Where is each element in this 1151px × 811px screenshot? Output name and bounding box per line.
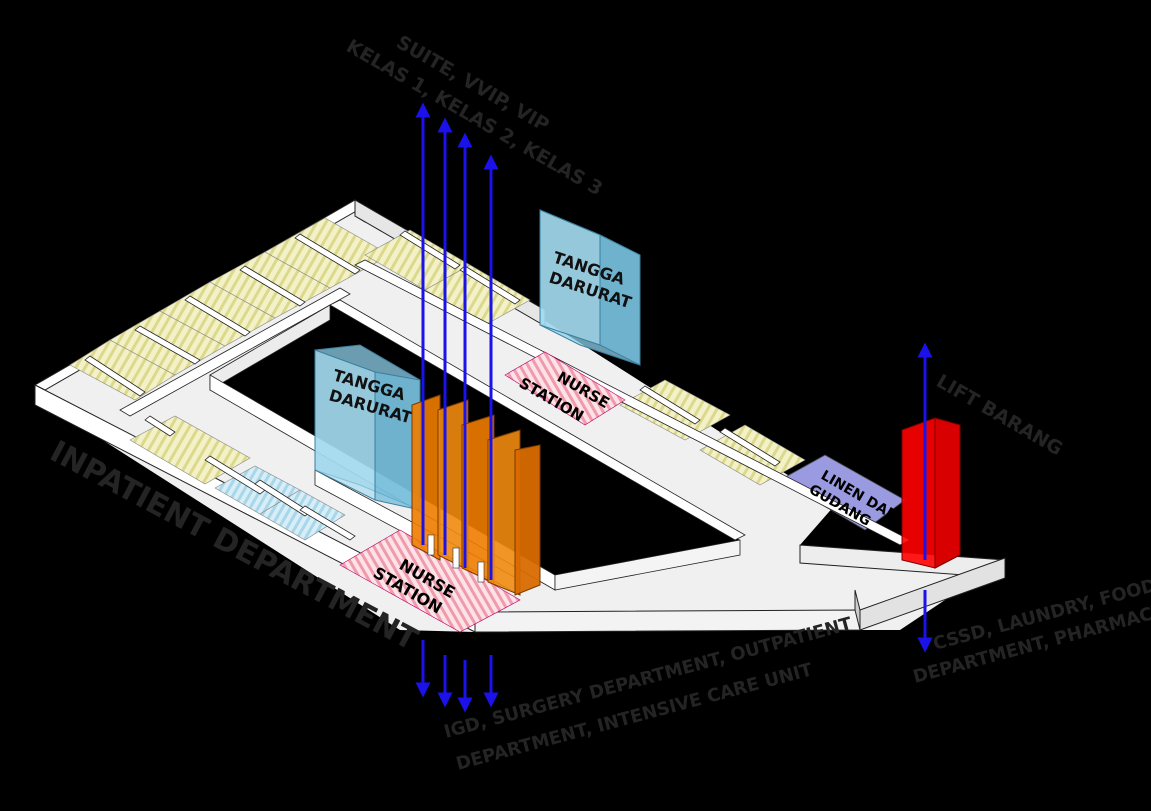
rooms-west-wing — [69, 217, 391, 541]
stair-north: TANGGA DARURAT — [539, 209, 641, 366]
stair-south: TANGGA DARURAT — [314, 344, 421, 511]
circulation-arrows — [415, 102, 933, 713]
service-lift — [901, 417, 961, 569]
upper-floors-label-2: KELAS 1, KELAS 2, KELAS 3 — [343, 35, 607, 200]
